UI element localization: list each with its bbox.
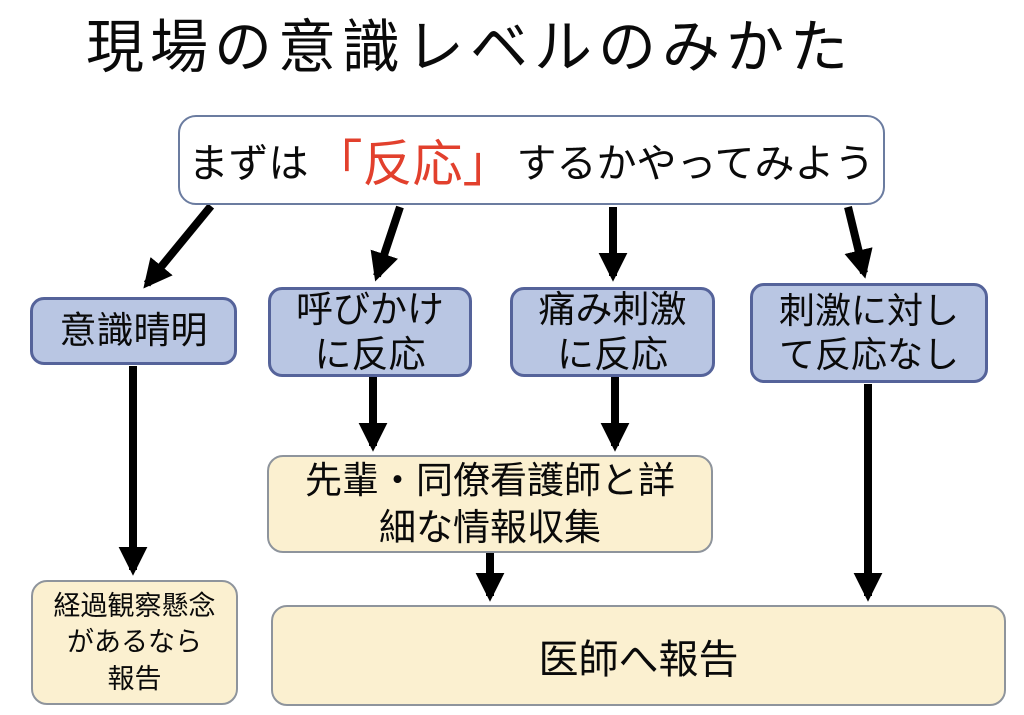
- arrow-top-to-no-response: [844, 206, 873, 279]
- report-doctor-box: 医師へ報告: [271, 605, 1006, 706]
- reaction-check-suffix: するかやってみよう: [516, 142, 875, 186]
- observe-report-box: 経過観察懸念 があるなら 報告: [31, 580, 238, 705]
- reaction-check-box: まずは 「反応」 するかやってみよう: [178, 115, 885, 205]
- level-box-alert: 意識晴明: [30, 297, 237, 365]
- slide-title: 現場の意識レベルのみかた: [86, 15, 855, 80]
- arrow-top-to-alert: [143, 203, 215, 289]
- arrow-top-to-call-response: [370, 205, 404, 282]
- level-box-call-response: 呼びかけ に反応: [268, 287, 472, 377]
- reaction-check-prefix: まずは: [188, 142, 309, 186]
- gather-info-box: 先輩・同僚看護師と詳 細な情報収集: [267, 455, 713, 553]
- level-box-pain-response: 痛み刺激 に反応: [510, 287, 715, 377]
- level-box-no-response: 刺激に対し て反応なし: [750, 283, 988, 383]
- reaction-check-highlight: 「反応」: [312, 136, 513, 192]
